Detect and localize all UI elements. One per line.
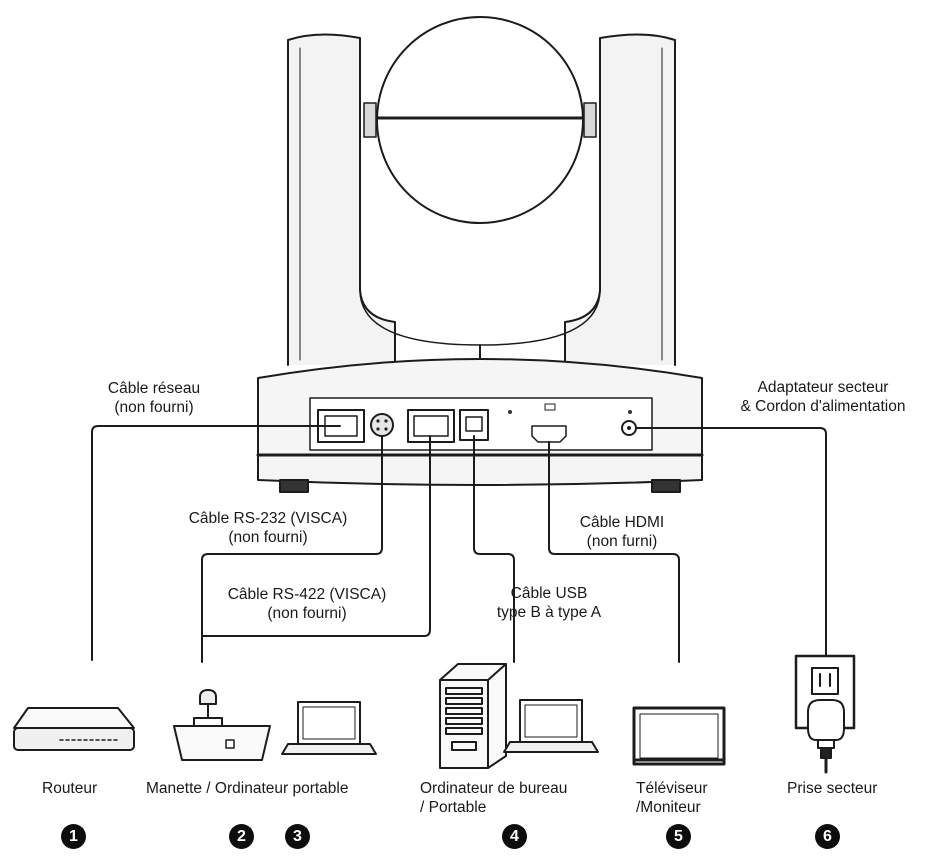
rs232-cable-label-line1: Câble RS-232 (VISCA): [188, 510, 348, 527]
rs422-cable-label-line1: Câble RS-422 (VISCA): [227, 586, 387, 603]
laptop-device: [281, 701, 377, 755]
rs232-cable: [201, 435, 383, 663]
network-cable-label-line1: Câble réseau: [107, 380, 201, 397]
power-adapter-label-line2: & Cordon d'alimentation: [740, 398, 906, 415]
marker-1: 1: [61, 824, 86, 849]
marker-6: 6: [815, 824, 840, 849]
tv-monitor-device: [632, 706, 726, 766]
hdmi-cable-label: Câble HDMI (non furni): [562, 513, 682, 551]
router-device: [13, 707, 135, 751]
cables: [91, 425, 827, 663]
marker-3: 3: [285, 824, 310, 849]
marker-4: 4: [502, 824, 527, 849]
joystick-laptop-label: Manette / Ordinateur portable: [146, 780, 349, 797]
joystick-controller: [173, 689, 271, 761]
wall-outlet: [794, 654, 856, 774]
hdmi-cable-label-line1: Câble HDMI: [579, 514, 665, 531]
desktop-label: Ordinateur de bureau / Portable: [420, 779, 567, 817]
usb-cable-label-line2: type B à type A: [496, 604, 602, 621]
rs232-cable-label-line2: (non fourni): [228, 529, 308, 546]
laptop-device-2: [503, 699, 599, 753]
desktop-label-line2: / Portable: [420, 799, 487, 816]
camera-right-arm: [564, 33, 676, 366]
usb-cable-label-line1: Câble USB: [510, 585, 588, 602]
hdmi-cable: [548, 441, 680, 663]
network-cable-label-line2: (non fourni): [114, 399, 194, 416]
rs232-cable-label: Câble RS-232 (VISCA) (non fourni): [168, 509, 368, 547]
power-adapter-label: Adaptateur secteur & Cordon d'alimentati…: [728, 378, 918, 416]
desktop-pc-tower: [439, 663, 507, 769]
hdmi-cable-label-line2: (non furni): [586, 533, 658, 550]
marker-2: 2: [229, 824, 254, 849]
network-cable-label: Câble réseau (non fourni): [84, 379, 224, 417]
ptz-camera: [256, 16, 704, 493]
tv-monitor-label: Téléviseur /Moniteur: [636, 779, 708, 817]
rs422-cable-label-line2: (non fourni): [267, 605, 347, 622]
tv-monitor-label-line2: /Moniteur: [636, 799, 701, 816]
usb-cable: [473, 435, 515, 663]
rs232-port: [370, 413, 394, 437]
rs422-cable-label: Câble RS-422 (VISCA) (non fourni): [202, 585, 412, 623]
network-cable: [91, 425, 341, 661]
rs422-cable: [201, 435, 431, 637]
power-cable: [635, 427, 827, 661]
desktop-label-line1: Ordinateur de bureau: [420, 780, 568, 797]
power-adapter-label-line1: Adaptateur secteur: [757, 379, 889, 396]
tv-monitor-label-line1: Téléviseur: [636, 780, 708, 797]
camera-lens-ball: [376, 16, 584, 224]
router-label: Routeur: [42, 780, 98, 797]
hdmi-port: [531, 425, 567, 443]
outlet-label: Prise secteur: [787, 780, 878, 797]
marker-5: 5: [666, 824, 691, 849]
camera-left-arm: [287, 33, 396, 366]
usb-cable-label: Câble USB type B à type A: [474, 584, 624, 622]
